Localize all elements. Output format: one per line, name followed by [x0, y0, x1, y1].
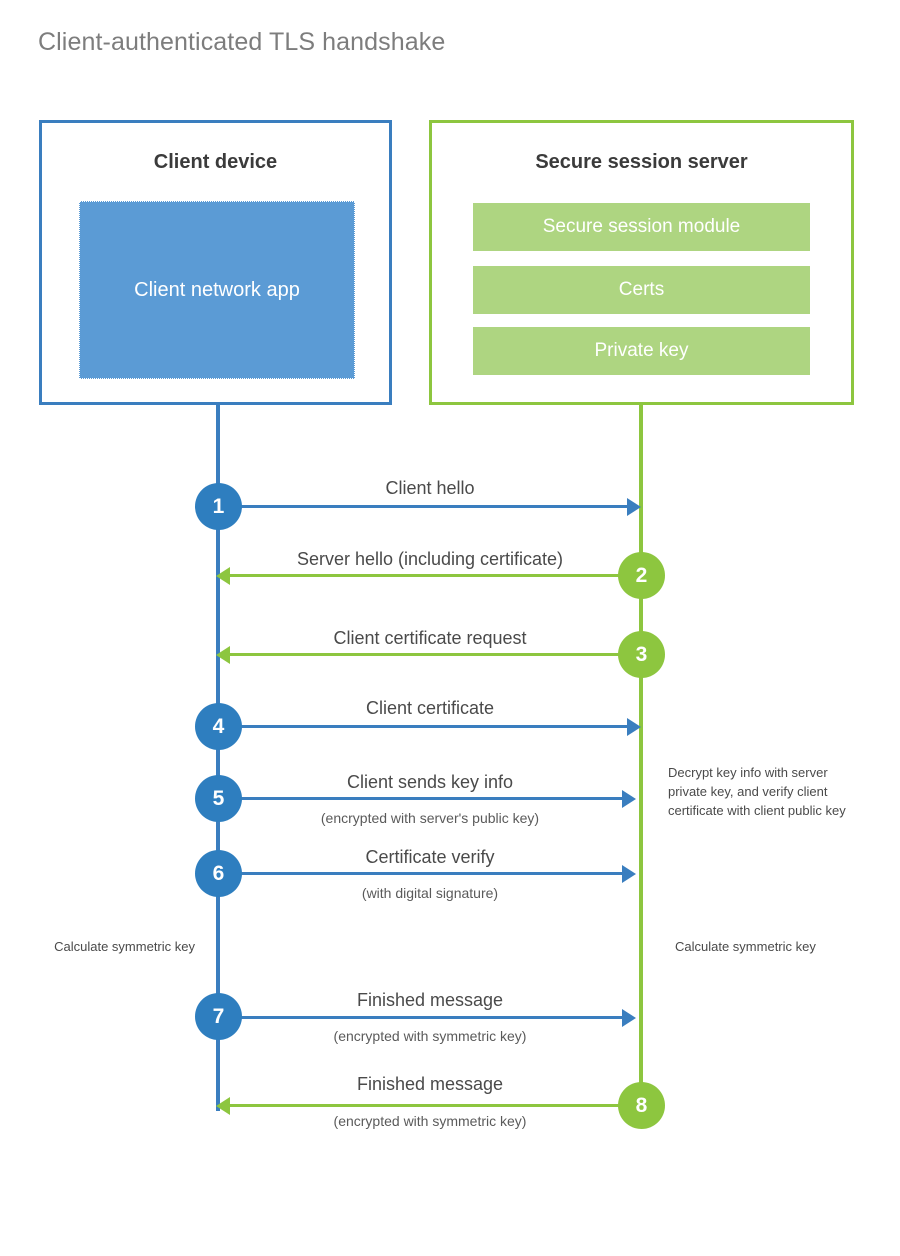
step-6-badge: 6 [195, 850, 242, 897]
server-decrypt-note: Decrypt key info with server private key… [668, 765, 846, 818]
client-device-title: Client device [153, 151, 278, 173]
step-4-badge: 4 [195, 703, 242, 750]
secure-session-server-box: Secure session server Secure session mod… [429, 120, 854, 405]
step-2-label: Server hello (including certificate) [296, 549, 564, 569]
client-network-app-block: Client network app [79, 201, 355, 379]
step-6-label: Certificate verify [365, 847, 495, 867]
step-8-label: Finished message [356, 1074, 504, 1094]
step-5-badge: 5 [195, 775, 242, 822]
step-3-arrow [222, 653, 642, 656]
step-4-arrow [218, 725, 627, 728]
step-3-badge: 3 [618, 631, 665, 678]
step-7-label: Finished message [356, 990, 504, 1010]
step-6-arrow [218, 872, 622, 875]
client-calculate-symmetric-key-note: Calculate symmetric key [54, 939, 195, 954]
step-5-label: Client sends key info [346, 772, 514, 792]
step-5-arrow [218, 797, 622, 800]
step-6-sublabel: (with digital signature) [361, 885, 499, 901]
step-8-badge: 8 [618, 1082, 665, 1129]
server-module-private-key: Private key [473, 327, 810, 375]
step-7-arrow [218, 1016, 622, 1019]
step-1-arrow [218, 505, 627, 508]
step-8-sublabel: (encrypted with symmetric key) [333, 1113, 527, 1129]
step-5-sublabel: (encrypted with server's public key) [320, 810, 540, 826]
step-8-arrowhead-icon [216, 1097, 230, 1115]
step-8-arrow [222, 1104, 642, 1107]
step-7-badge: 7 [195, 993, 242, 1040]
server-module-secure-session-module: Secure session module [473, 203, 810, 251]
step-7-arrowhead-icon [622, 1009, 636, 1027]
step-1-arrowhead-icon [627, 498, 641, 516]
step-3-label: Client certificate request [333, 628, 527, 648]
step-5-arrowhead-icon [622, 790, 636, 808]
client-device-box: Client device Client network app [39, 120, 392, 405]
page-title: Client-authenticated TLS handshake [38, 28, 446, 56]
step-2-arrowhead-icon [216, 567, 230, 585]
step-1-label: Client hello [385, 478, 475, 498]
step-1-badge: 1 [195, 483, 242, 530]
server-lifeline [639, 405, 643, 1105]
step-2-badge: 2 [618, 552, 665, 599]
secure-session-server-title: Secure session server [535, 151, 748, 173]
step-2-arrow [222, 574, 642, 577]
server-calculate-symmetric-key-note: Calculate symmetric key [675, 939, 816, 954]
step-4-arrowhead-icon [627, 718, 641, 736]
step-4-label: Client certificate [365, 698, 495, 718]
step-6-arrowhead-icon [622, 865, 636, 883]
step-7-sublabel: (encrypted with symmetric key) [333, 1028, 527, 1044]
step-3-arrowhead-icon [216, 646, 230, 664]
client-lifeline [216, 405, 220, 1111]
server-module-certs: Certs [473, 266, 810, 314]
